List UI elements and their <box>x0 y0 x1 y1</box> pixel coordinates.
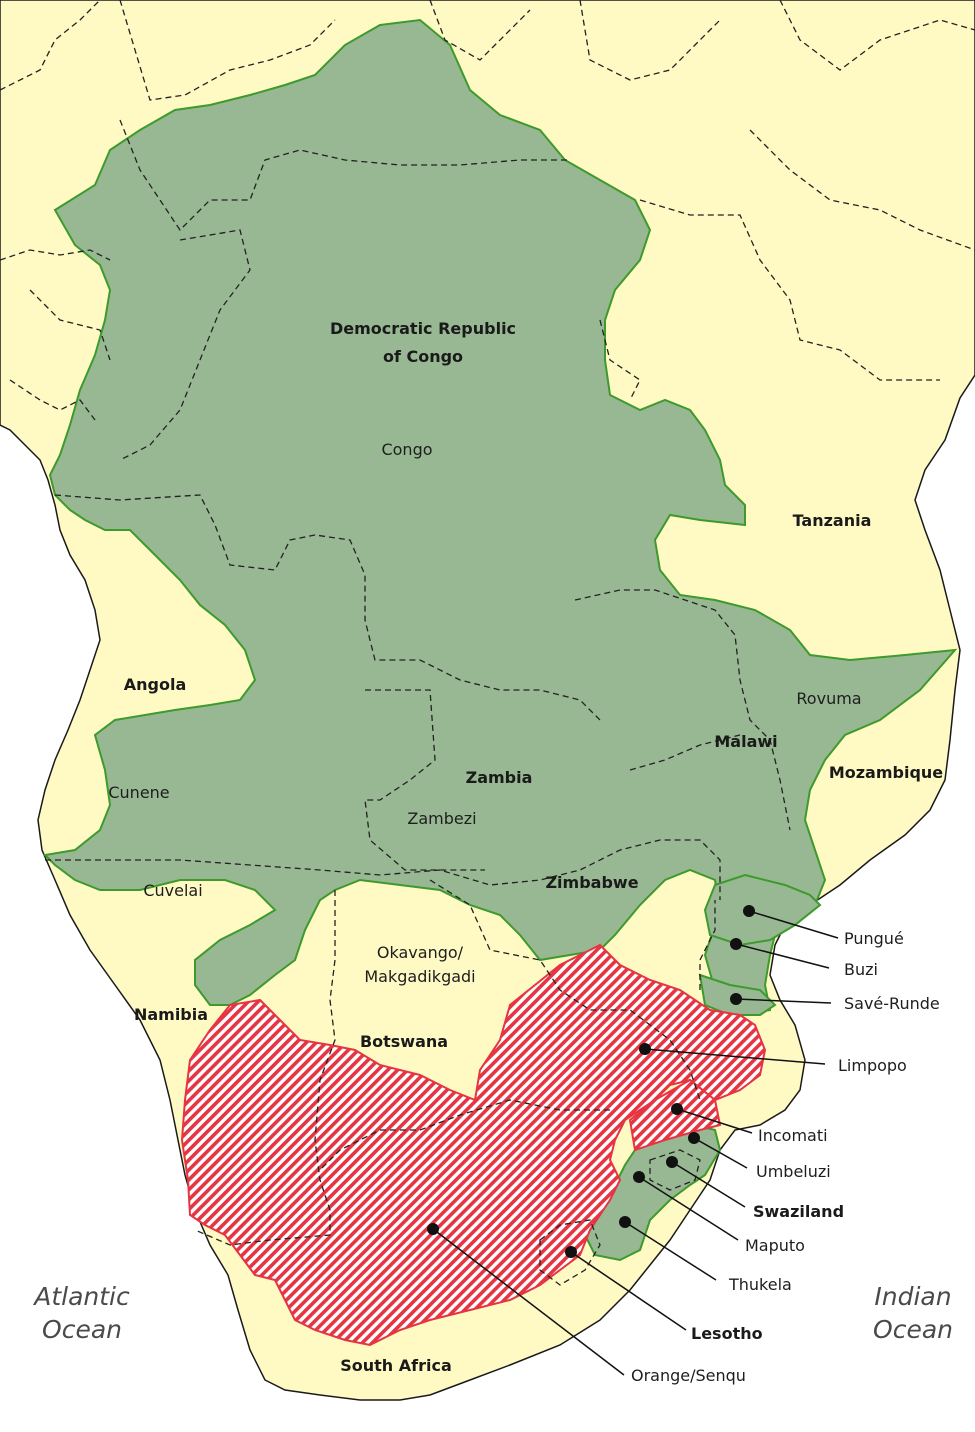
save-runde-dot <box>730 993 742 1005</box>
congo-zambezi-basin <box>42 18 958 1017</box>
atlantic-ocean-label-line2: Ocean <box>42 1315 122 1344</box>
country-label-drc-line1: Democratic Republic <box>330 319 516 338</box>
basin-label-cunene: Cunene <box>108 783 169 802</box>
callout-label-orange-senqu: Orange/Senqu <box>631 1366 746 1385</box>
callout-label-pungue: Pungué <box>844 929 904 948</box>
callout-dots <box>427 905 755 1258</box>
incomati-hatched <box>628 1078 722 1152</box>
callout-label-lesotho: Lesotho <box>691 1324 763 1343</box>
buzi-dot <box>730 938 742 950</box>
callout-label-maputo: Maputo <box>745 1236 805 1255</box>
country-label-namibia: Namibia <box>134 1005 208 1024</box>
callout-label-limpopo: Limpopo <box>838 1056 907 1075</box>
country-label-malawi: Malawi <box>714 732 777 751</box>
basin-label-congo: Congo <box>381 440 432 459</box>
pungue-dot <box>743 905 755 917</box>
swaziland-dot <box>666 1156 678 1168</box>
callout-leaders <box>432 910 839 1376</box>
callout-label-buzi: Buzi <box>844 960 878 979</box>
country-label-angola: Angola <box>124 675 187 694</box>
indian-ocean-label-line1: Indian <box>874 1282 951 1311</box>
atlantic-ocean-label-line1: Atlantic <box>32 1282 130 1311</box>
country-label-south-africa: South Africa <box>340 1356 452 1375</box>
callout-label-thukela: Thukela <box>728 1275 792 1294</box>
maputo-dot <box>633 1171 645 1183</box>
country-label-drc-line2: of Congo <box>383 347 463 366</box>
basin-label-cuvelai: Cuvelai <box>143 881 202 900</box>
umbeluzi-dot <box>688 1132 700 1144</box>
basin-label-okavango-line1: Okavango/ <box>377 943 464 962</box>
callout-label-swaziland: Swaziland <box>753 1202 844 1221</box>
country-label-zambia: Zambia <box>466 768 533 787</box>
callout-label-save-runde: Savé-Runde <box>844 994 940 1013</box>
orange-senqu-dot <box>427 1223 439 1235</box>
lesotho-dot <box>565 1246 577 1258</box>
limpopo-dot <box>639 1043 651 1055</box>
orange-senqu-limpopo-hatched <box>180 943 767 1347</box>
country-borders <box>0 0 975 1286</box>
country-label-zimbabwe: Zimbabwe <box>545 873 638 892</box>
callout-label-umbeluzi: Umbeluzi <box>756 1162 831 1181</box>
thukela-dot <box>619 1216 631 1228</box>
basin-label-okavango-line2: Makgadikgadi <box>364 967 475 986</box>
indian-ocean-label-line2: Ocean <box>873 1315 953 1344</box>
incomati-dot <box>671 1103 683 1115</box>
basin-label-zambezi: Zambezi <box>407 809 476 828</box>
callout-label-incomati: Incomati <box>758 1126 828 1145</box>
country-label-mozambique: Mozambique <box>829 763 943 782</box>
country-label-tanzania: Tanzania <box>793 511 872 530</box>
basin-label-rovuma: Rovuma <box>796 689 861 708</box>
country-label-botswana: Botswana <box>360 1032 448 1051</box>
